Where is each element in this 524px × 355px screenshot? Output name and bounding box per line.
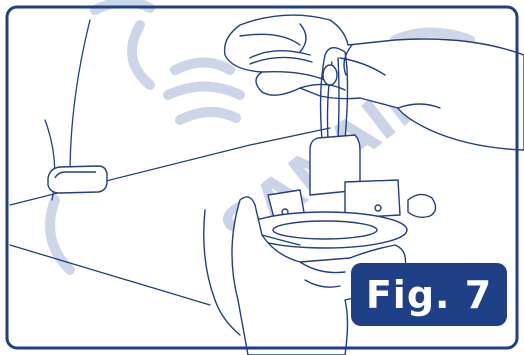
figure-label: Fig. 7: [366, 273, 492, 317]
figure-label-badge: Fig. 7: [351, 263, 507, 326]
mounting-clip: [48, 166, 107, 193]
wire-connector: [323, 65, 337, 85]
